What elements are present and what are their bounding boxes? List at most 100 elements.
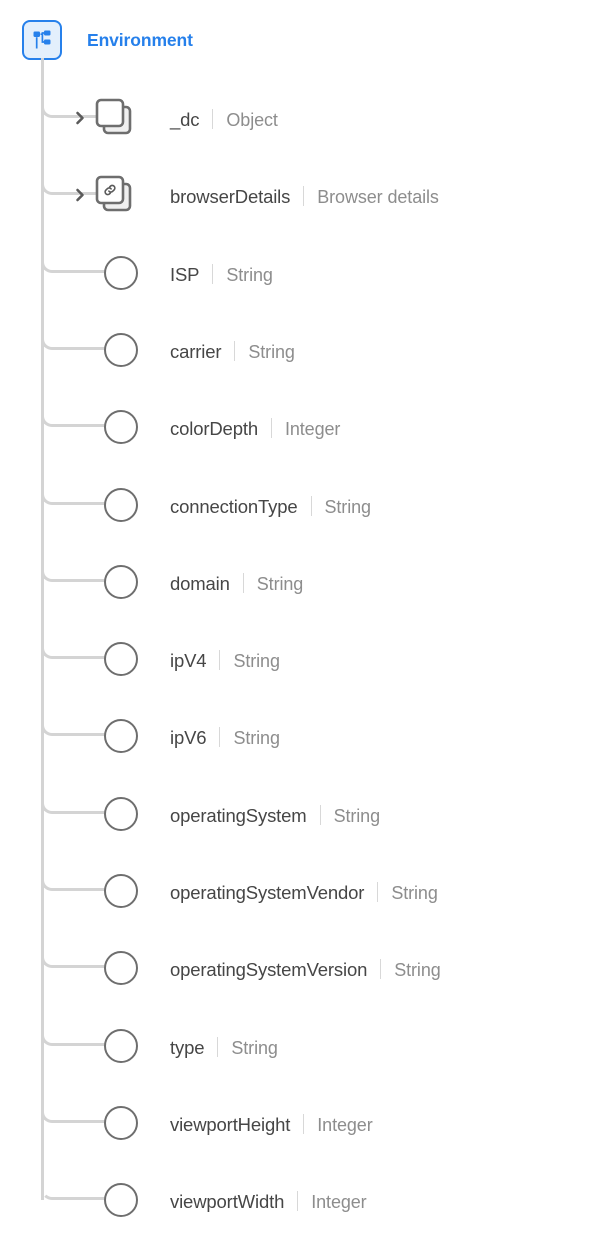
node-labels: viewportHeight Integer [170, 1111, 373, 1136]
label-divider [234, 340, 236, 361]
tree-node-connectionType[interactable]: connectionType String [0, 476, 600, 533]
node-connector [41, 167, 107, 196]
node-connector [41, 1172, 107, 1201]
circle-icon [104, 719, 138, 754]
label-divider [217, 1036, 219, 1057]
node-name: ISP [170, 263, 200, 285]
label-divider [303, 186, 305, 207]
tree-trunk-connector [41, 58, 44, 1201]
node-type: String [231, 1037, 278, 1058]
tree-node-_dc[interactable]: _dc Object [0, 90, 600, 146]
node-connector [41, 476, 107, 505]
label-divider [310, 495, 312, 516]
chevron-right-icon[interactable] [70, 185, 90, 205]
node-name: type [170, 1036, 205, 1058]
node-name: ipV6 [170, 727, 207, 749]
node-labels: operatingSystemVersion String [170, 956, 441, 981]
tree-node-ISP[interactable]: ISP String [0, 244, 600, 301]
node-labels: carrier String [170, 338, 295, 363]
stacked-squares-link-icon[interactable] [93, 173, 137, 217]
node-labels: ISP String [170, 261, 273, 286]
node-labels: colorDepth Integer [170, 415, 340, 440]
label-divider [380, 959, 382, 980]
node-connector [41, 1017, 107, 1046]
node-type: Integer [311, 1192, 367, 1213]
tree-node-colorDepth[interactable]: colorDepth Integer [0, 399, 600, 455]
label-divider [377, 882, 379, 902]
node-connector [41, 631, 107, 660]
node-name: operatingSystemVersion [170, 959, 368, 981]
stacked-squares-icon[interactable] [93, 96, 137, 140]
node-name: connectionType [170, 495, 298, 517]
node-name: carrier [170, 340, 222, 362]
circle-icon [104, 255, 138, 290]
node-name: operatingSystem [170, 804, 307, 826]
label-divider [242, 572, 244, 593]
circle-icon [104, 564, 138, 599]
node-connector [41, 785, 107, 814]
node-name: viewportHeight [170, 1113, 291, 1135]
node-connector [41, 553, 107, 582]
node-name: _dc [170, 109, 200, 130]
label-divider [212, 263, 214, 284]
tree-node-operatingSystem[interactable]: operatingSystem String [0, 785, 600, 842]
node-labels: ipV6 String [170, 724, 280, 749]
node-labels: operatingSystem String [170, 802, 380, 827]
label-divider [219, 727, 221, 748]
label-divider [319, 804, 321, 825]
node-connector [41, 90, 107, 118]
node-name: colorDepth [170, 418, 258, 440]
tree-node-type[interactable]: type String [0, 1017, 600, 1074]
tree-node-carrier[interactable]: carrier String [0, 321, 600, 378]
circle-icon [104, 1028, 138, 1063]
node-connector [41, 940, 107, 969]
node-labels: domain String [170, 570, 303, 595]
node-labels: connectionType String [170, 493, 371, 518]
circle-icon [104, 487, 138, 522]
node-type: String [233, 651, 280, 672]
tree-node-ipV6[interactable]: ipV6 String [0, 708, 600, 764]
tree-node-operatingSystemVersion[interactable]: operatingSystemVersion String [0, 940, 600, 996]
node-connector [41, 708, 107, 737]
tree-root-node[interactable]: Environment [22, 18, 193, 62]
circle-icon [104, 332, 138, 367]
chevron-right-icon[interactable] [70, 108, 90, 128]
hierarchy-icon [22, 20, 62, 60]
node-name: viewportWidth [170, 1191, 285, 1213]
circle-icon [104, 642, 138, 677]
page-title: Environment [87, 29, 193, 50]
node-connector [41, 1094, 107, 1123]
label-divider [212, 109, 214, 129]
node-name: operatingSystemVendor [170, 882, 365, 903]
circle-icon [104, 1105, 138, 1140]
node-type: String [248, 341, 295, 362]
node-type: Object [226, 110, 278, 130]
node-labels: _dc Object [170, 106, 278, 131]
node-type: String [324, 496, 372, 517]
node-type: String [333, 805, 381, 826]
node-type: String [394, 960, 441, 981]
label-divider [297, 1191, 299, 1212]
node-type: String [256, 573, 304, 594]
tree-node-viewportHeight[interactable]: viewportHeight Integer [0, 1094, 600, 1151]
node-name: domain [170, 572, 230, 594]
node-type: Integer [317, 1114, 373, 1135]
node-labels: type String [170, 1034, 278, 1059]
node-type: String [233, 728, 280, 749]
node-type: String [226, 264, 273, 285]
node-labels: viewportWidth Integer [170, 1188, 367, 1213]
tree-node-domain[interactable]: domain String [0, 553, 600, 610]
label-divider [303, 1113, 305, 1134]
circle-icon [104, 410, 138, 445]
circle-icon [104, 1183, 138, 1218]
tree-node-viewportWidth[interactable]: viewportWidth Integer [0, 1172, 600, 1228]
node-type: Integer [284, 419, 341, 440]
node-connector [41, 244, 107, 273]
